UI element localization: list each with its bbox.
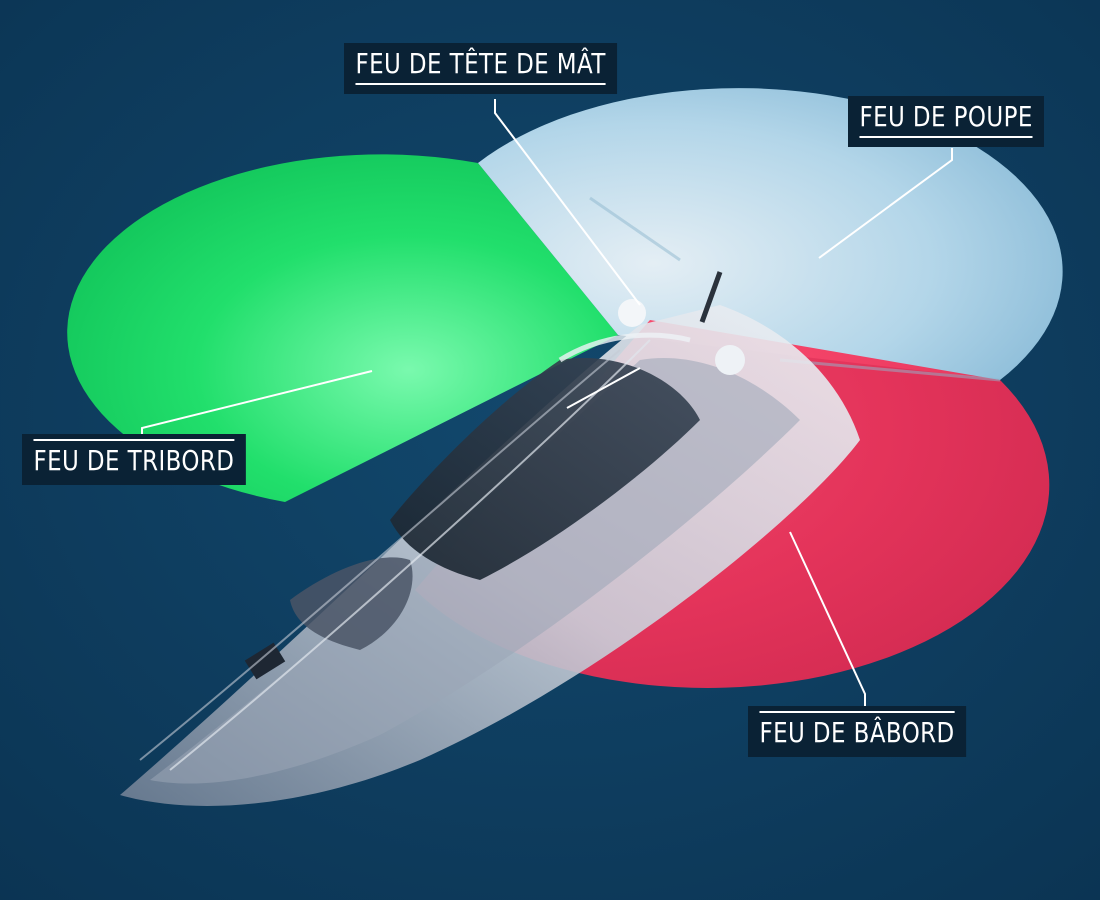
bow-hatch [244,642,286,680]
sector-seam [589,196,681,262]
sector-seam [779,358,1001,382]
masthead-leader-line-inner [566,367,641,409]
masthead-leader-line [494,99,641,306]
label-underline [859,136,1033,138]
port-leader-line [789,531,866,708]
stern-leader-line [818,148,953,259]
masthead-light-label-text: FEU DE TÊTE DE MÂT [355,47,606,80]
port-light-label-text: FEU DE BÂBORD [759,716,955,749]
starboard-light-label: FEU DE TRIBORD [22,434,246,485]
masthead-light-label: FEU DE TÊTE DE MÂT [344,43,618,94]
masthead-light [618,299,646,327]
label-overline [759,711,955,713]
motor-yacht [120,271,860,806]
port-light-label: FEU DE BÂBORD [748,706,967,757]
mast [699,271,723,323]
starboard-light-label-text: FEU DE TRIBORD [33,444,235,477]
starboard-light-sector [67,154,619,502]
label-overline [33,439,235,441]
stern-light-label: FEU DE POUPE [848,96,1045,147]
stern-light-label-text: FEU DE POUPE [859,100,1033,133]
cabin-windows [390,358,700,580]
label-underline [355,83,606,85]
radar-dome [715,345,745,375]
bow-deck-pad [290,557,413,650]
